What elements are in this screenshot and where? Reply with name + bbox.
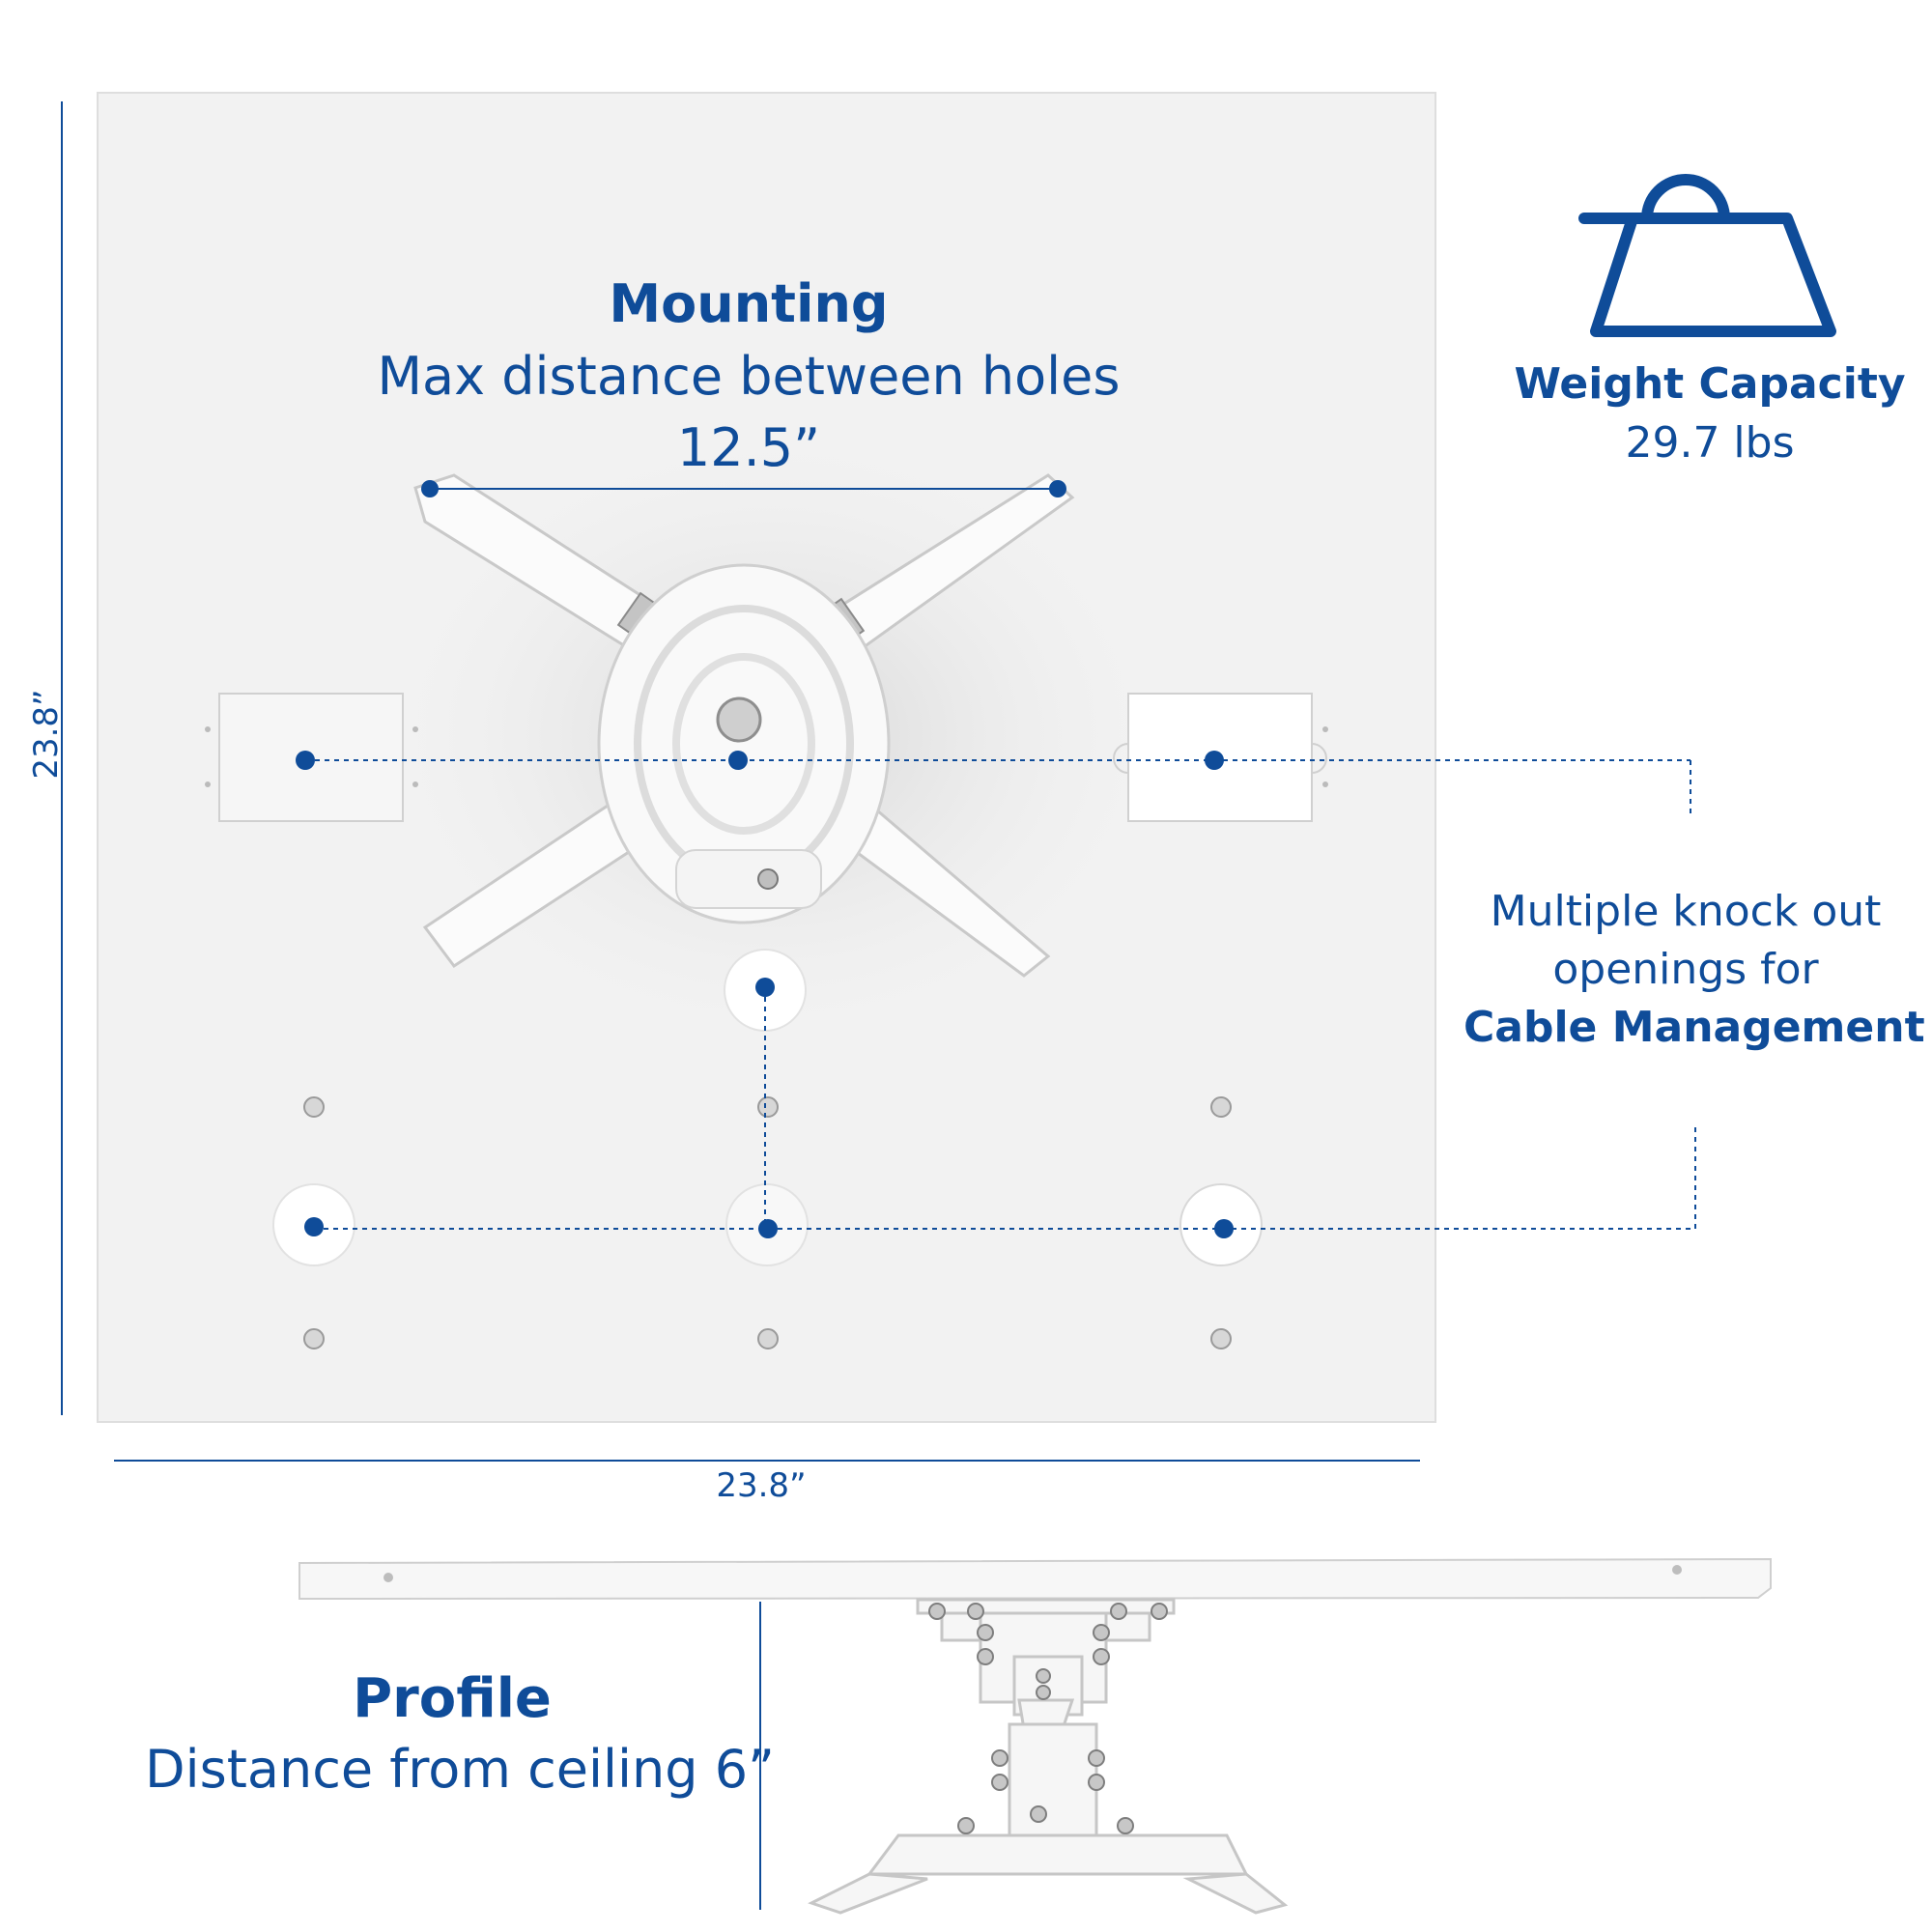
cable-line3: Cable Management — [1463, 1003, 1925, 1052]
weight-capacity-title: Weight Capacity — [1514, 359, 1906, 409]
width-dimension-label: 23.8” — [716, 1466, 807, 1505]
knockout-left — [205, 693, 418, 822]
mounting-dot-right — [1049, 480, 1066, 497]
profile-subtitle: Distance from ceiling 6” — [145, 1739, 776, 1800]
cable-callout-lines — [305, 759, 1696, 1230]
cable-line2: openings for — [1552, 945, 1819, 994]
mounting-dot-left — [421, 480, 439, 497]
plate-screws — [303, 1096, 1232, 1350]
profile-bar — [298, 1557, 1772, 1601]
cable-line1: Multiple knock out — [1490, 887, 1882, 936]
mounting-value: 12.5” — [676, 417, 821, 478]
profile-mount — [808, 1598, 1289, 1915]
knockout-right — [1113, 693, 1328, 822]
cable-callout-dots — [296, 751, 1234, 1238]
mounting-subtitle: Max distance between holes — [377, 346, 1121, 407]
weight-capacity-value: 29.7 lbs — [1625, 418, 1795, 468]
profile-bolts — [928, 1603, 1168, 1834]
mounting-title: Mounting — [609, 273, 889, 334]
weight-icon — [1578, 174, 1836, 337]
mount-hub — [597, 563, 891, 924]
profile-title: Profile — [353, 1667, 552, 1730]
height-dimension-label: 23.8” — [27, 689, 66, 780]
